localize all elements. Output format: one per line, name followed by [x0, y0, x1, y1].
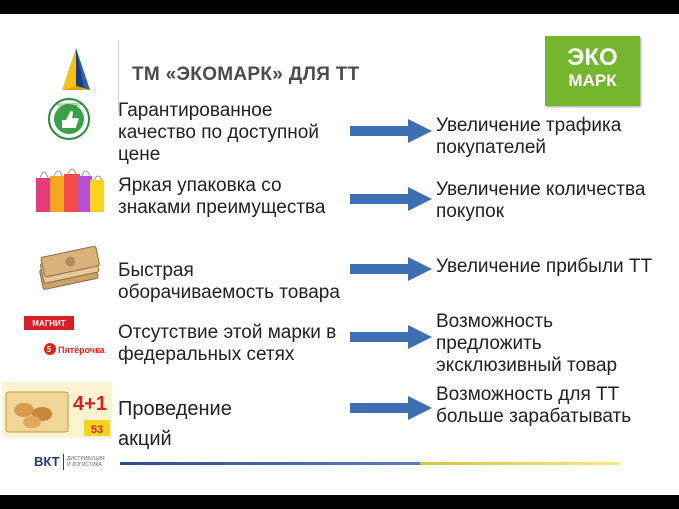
magnit-logo: МАГНИТ: [24, 316, 74, 330]
promo-price-text: 53: [91, 424, 103, 436]
result-text-3: Увеличение прибыли ТТ: [436, 256, 653, 277]
quality-badge-icon: КАЧЕСТВО: [48, 98, 90, 140]
brand-line-1: ЭКО: [567, 44, 618, 71]
svg-text:5: 5: [47, 345, 52, 354]
arrow-icon: [350, 119, 432, 143]
promo-icon: 4+1 53: [2, 382, 112, 438]
feature-text-4: Отсутствие этой марки в федеральных сетя…: [118, 322, 337, 365]
promo-badge-text: 4+1: [73, 393, 107, 415]
arrow-icon: [350, 187, 432, 211]
brand-line-2: МАРК: [568, 71, 617, 90]
result-text-4: Возможность предложить эксклюзивный това…: [436, 311, 618, 376]
feature-text-2: Яркая упаковка со знаками преимущества: [118, 175, 326, 218]
footer-rule-blue: [120, 462, 420, 465]
magnit-text: МАГНИТ: [32, 319, 66, 328]
result-text-2: Увеличение количества покупок: [436, 179, 646, 222]
feature-text-1: Гарантированное качество по доступной це…: [118, 100, 319, 165]
pyaterochka-text: Пятёрочка: [58, 345, 106, 355]
bottom-letterbox: [0, 495, 679, 509]
top-letterbox: [0, 0, 679, 14]
pyramid-logo-icon: [62, 48, 90, 90]
footer-rule-yellow: [420, 462, 620, 465]
arrow-icon: [350, 257, 432, 281]
pyaterochka-logo: 5 Пятёрочка: [44, 343, 106, 355]
footer-logo: ВКТ: [34, 454, 60, 469]
money-stack-icon: [39, 246, 100, 290]
arrow-icon: [350, 396, 432, 420]
page-title: ТМ «ЭКОМАРК» ДЛЯ ТТ: [132, 64, 360, 85]
slide: ТМ «ЭКОМАРК» ДЛЯ ТТ ЭКО МАРК КАЧЕСТВО Га…: [0, 14, 679, 495]
result-text-1: Увеличение трафика покупателей: [436, 115, 622, 158]
title-divider: [118, 40, 119, 112]
arrow-icon: [350, 325, 432, 349]
footer-separator: [63, 454, 64, 470]
quality-badge-label: КАЧЕСТВО: [57, 102, 81, 107]
result-text-5: Возможность для ТТ больше зарабатывать: [436, 384, 632, 427]
feature-text-3: Быстрая оборачиваемость товара: [118, 260, 340, 303]
feature-text-5: Проведение акций: [118, 398, 232, 450]
footer-subtitle: ДИСТРИБУЦИЯ И ЛОГИСТИКА: [67, 456, 105, 468]
brand-logo: ЭКО МАРК: [545, 36, 640, 106]
shopping-bags-icon: [36, 168, 104, 212]
